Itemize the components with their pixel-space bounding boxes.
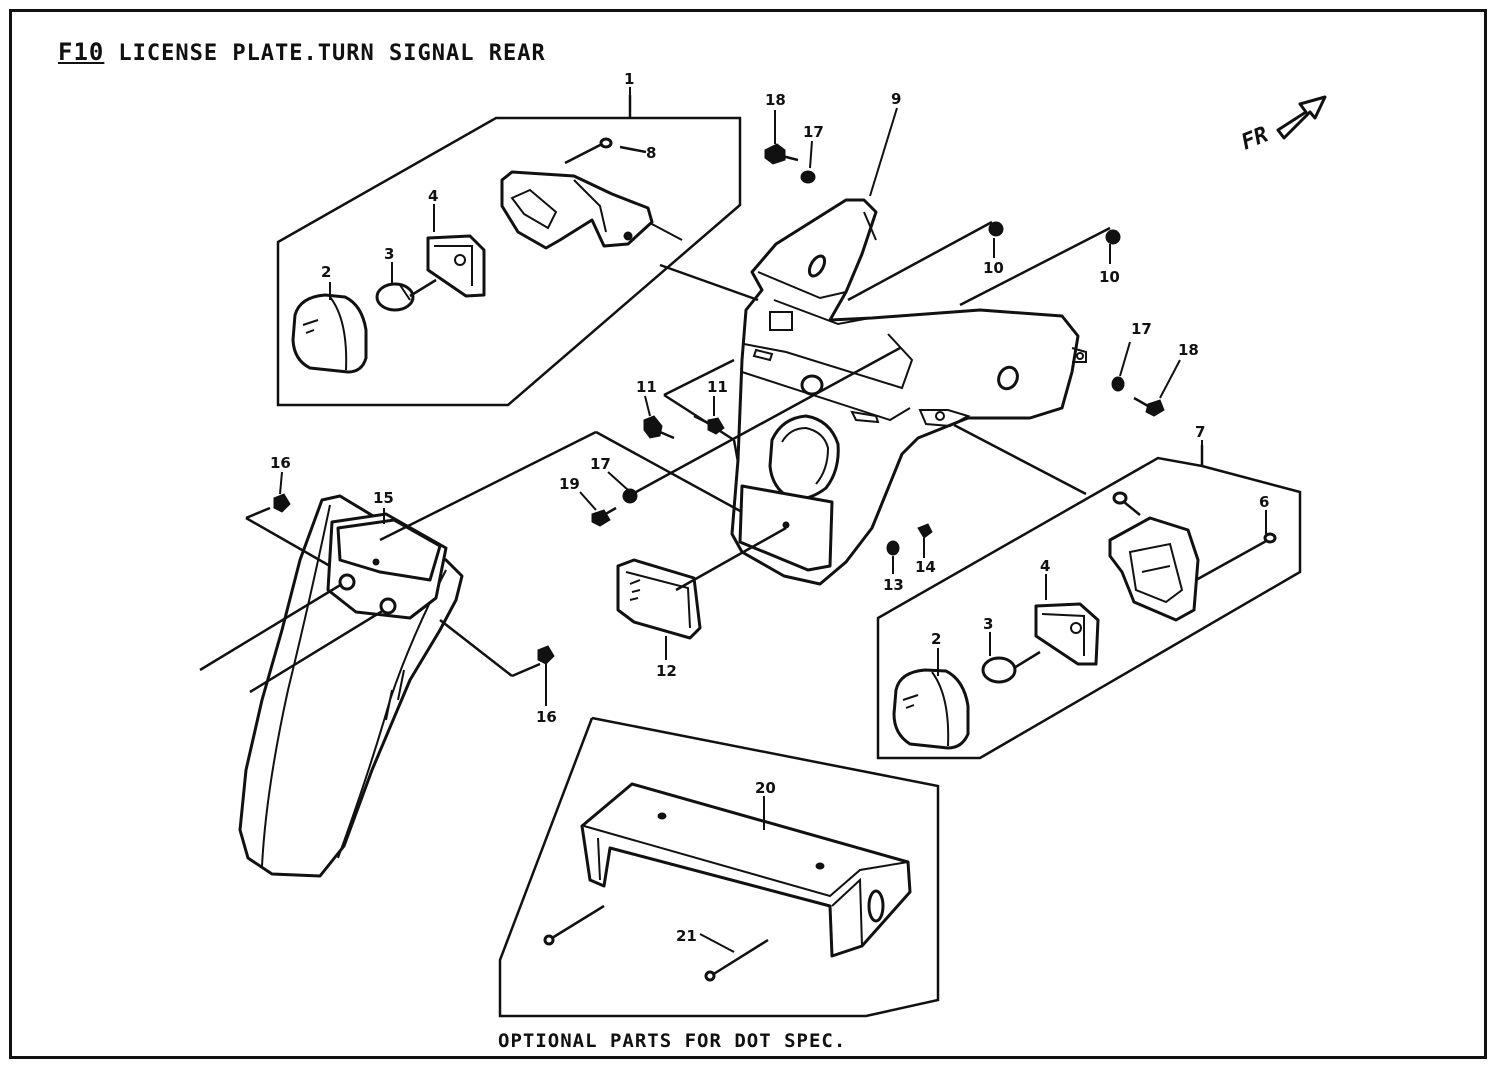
right-turn-signal-group (876, 445, 1302, 760)
diagram-title-text: LICENSE PLATE.TURN SIGNAL REAR (118, 41, 546, 66)
callout-17: 17 (590, 455, 611, 473)
turn-signal-housing (500, 170, 654, 250)
reflector (616, 526, 787, 640)
bulb-socket (426, 234, 486, 298)
callout-2: 2 (321, 263, 331, 281)
callout-4: 4 (1040, 557, 1050, 575)
callout-18: 18 (765, 91, 786, 109)
left-turn-signal-group (276, 95, 742, 407)
callout-8: 8 (646, 144, 656, 162)
callout-2: 2 (931, 630, 941, 648)
license-plate-bracket-optional (580, 782, 912, 958)
callout-14: 14 (915, 558, 936, 576)
callout-18: 18 (1178, 341, 1199, 359)
callout-15: 15 (373, 489, 394, 507)
callout-9: 9 (891, 90, 901, 108)
callout-19: 19 (559, 475, 580, 493)
rear-fender (199, 430, 743, 878)
turn-signal-lens-right (892, 668, 970, 750)
callout-20: 20 (755, 779, 776, 797)
callout-4: 4 (428, 187, 438, 205)
turn-signal-lens (291, 293, 368, 374)
front-direction-arrow: FR (1238, 95, 1327, 156)
callout-1: 1 (624, 70, 634, 88)
callout-labels: 1 2 3 4 8 9 18 17 10 10 17 18 11 11 7 6 … (270, 70, 1269, 945)
optional-group-box (498, 716, 940, 1018)
callout-3: 3 (983, 615, 993, 633)
group-box-7 (876, 445, 1302, 760)
callout-leaders (279, 87, 1267, 953)
diagram-title: F10 LICENSE PLATE.TURN SIGNAL REAR (58, 38, 546, 66)
callout-6: 6 (1259, 493, 1269, 511)
front-direction-label: FR (1238, 122, 1272, 155)
callout-21: 21 (676, 927, 697, 945)
group-box-1 (276, 95, 742, 407)
callout-13: 13 (883, 576, 904, 594)
callout-12: 12 (656, 662, 677, 680)
optional-parts-note: OPTIONAL PARTS FOR DOT SPEC. (498, 1030, 847, 1052)
callout-16: 16 (536, 708, 557, 726)
fasteners (273, 143, 1165, 665)
callout-11: 11 (707, 378, 728, 396)
diagram-code: F10 (58, 38, 105, 66)
bulb-socket-right (1034, 602, 1100, 666)
drawing-frame (9, 9, 1487, 1059)
callout-17: 17 (803, 123, 824, 141)
bulb-right (981, 656, 1017, 684)
callout-11: 11 (636, 378, 657, 396)
callout-16: 16 (270, 454, 291, 472)
callout-10: 10 (983, 259, 1004, 277)
callout-17: 17 (1131, 320, 1152, 338)
optional-dot-parts (498, 716, 940, 1018)
callout-3: 3 (384, 245, 394, 263)
callout-7: 7 (1195, 423, 1205, 441)
callout-10: 10 (1099, 268, 1120, 286)
